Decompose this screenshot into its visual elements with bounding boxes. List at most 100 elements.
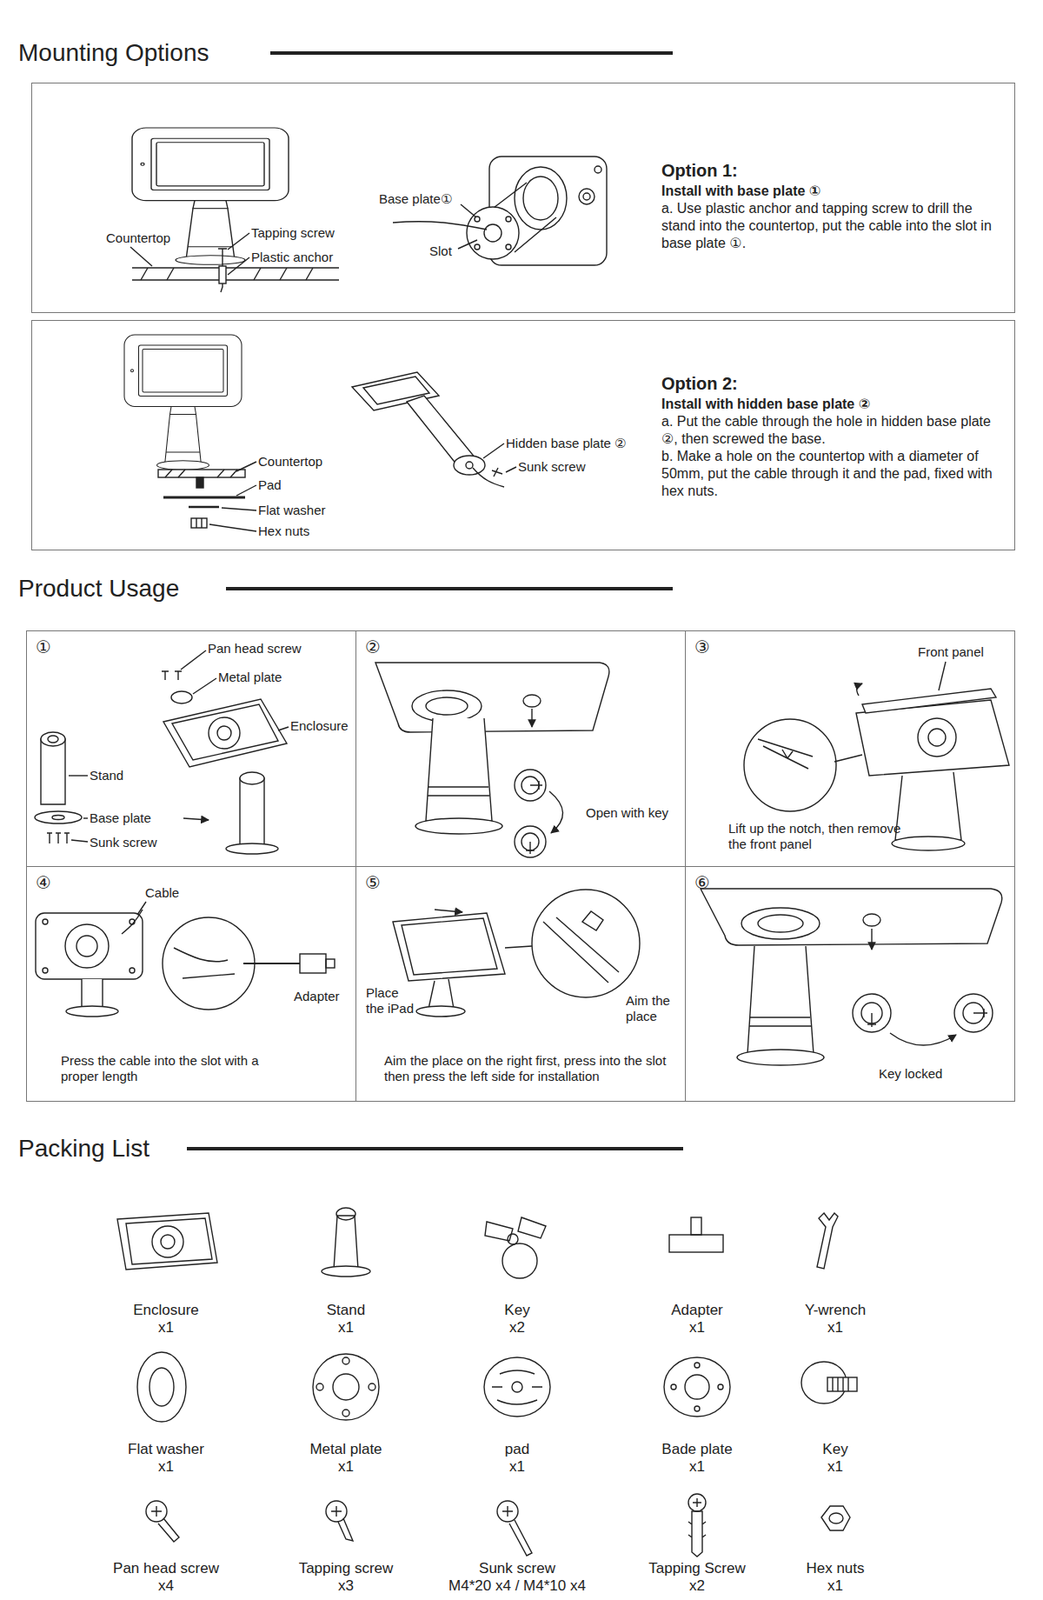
quantity: M4*20 x4 / M4*10 x4 [448, 1576, 586, 1595]
option1-art-part [466, 206, 519, 260]
packing-icons-part [694, 1361, 700, 1368]
step-caption: Aim the place on the right first, press … [384, 1052, 680, 1084]
option-step: a. Use plastic anchor and tapping screw … [661, 199, 1010, 253]
option2-art-part [465, 461, 473, 469]
usage-art-part [973, 1008, 988, 1017]
part-label: Plastic anchor [251, 249, 333, 266]
section-heading: Product Usage [18, 574, 180, 603]
usage-panel: ① [26, 630, 357, 867]
packing-icons-part [333, 1215, 359, 1269]
mounting-panel: Option 1:Install with base plate ①a. Use… [31, 82, 1016, 313]
usage-art-part [928, 728, 946, 746]
usage-art-part [375, 662, 610, 732]
usage-art-part [163, 698, 287, 767]
usage-art-part [737, 1049, 824, 1065]
item-name: Hex nuts [805, 1559, 864, 1577]
part-label: Metal plate [218, 669, 282, 685]
usage-art-part [52, 815, 65, 820]
usage-art-part [531, 708, 532, 727]
usage-art-part [863, 913, 881, 926]
option1-art-part [132, 279, 339, 280]
usage-art-part [530, 780, 543, 790]
usage-art-part [71, 839, 88, 842]
packing-icons-part [717, 1383, 724, 1389]
part-label: Base plate① [378, 191, 452, 207]
packing-icons-part [312, 1353, 379, 1420]
usage-art-part [192, 677, 217, 694]
step-caption: Lift up the notch, then remove the front… [728, 820, 916, 852]
part-label: Slot [429, 243, 452, 260]
usage-art-part [938, 661, 946, 691]
usage-art-part [225, 843, 279, 854]
packing-icons-part [669, 1234, 724, 1252]
part-label: Key locked [878, 1065, 943, 1082]
option-title: Option 1: [661, 159, 1010, 181]
quantity: x1 [827, 1318, 844, 1336]
option1-art-part [140, 267, 313, 280]
packing-icons-part [827, 1376, 857, 1391]
item-name: Adapter [670, 1301, 724, 1319]
packing-icons-part [321, 1265, 371, 1276]
option1-art-part [583, 192, 591, 200]
option2-art-part [209, 524, 257, 532]
packing-icons-part [151, 1505, 180, 1542]
usage-art-part [239, 777, 265, 845]
item-name: Sunk screw [478, 1559, 556, 1577]
usage-art-part [83, 817, 88, 818]
usage-art-part [504, 945, 532, 948]
option1-art-part [392, 221, 487, 230]
part-label: Sunk screw [518, 458, 586, 475]
part-label: Countertop [106, 230, 171, 246]
usage-art-part [747, 945, 814, 1054]
option2-art-part [236, 484, 257, 496]
usage-art-part [34, 810, 82, 824]
quantity: x2 [689, 1576, 705, 1595]
option2-art-part [196, 477, 204, 488]
callout-number: ⑤ [365, 872, 381, 892]
usage-art-part [137, 901, 147, 915]
heading-rules [186, 53, 684, 1149]
packing-icons-part [832, 1376, 849, 1391]
option1-art-part [484, 224, 502, 242]
item-name: Flat washer [127, 1440, 205, 1458]
packing-icons-part [368, 1382, 376, 1390]
packing-icons-part [502, 1242, 538, 1278]
item-name: Tapping Screw [648, 1559, 746, 1577]
usage-art-part [81, 978, 103, 1009]
usage-panel: ② [355, 630, 686, 867]
heading-rules-part [270, 51, 673, 55]
usage-art-part [514, 769, 546, 801]
option2-art-part [491, 467, 503, 477]
usage-art-part [549, 790, 564, 833]
usage-art-part [173, 947, 235, 978]
usage-art-part [425, 697, 468, 715]
usage-art-part [129, 967, 135, 973]
packing-icons-part [688, 1497, 706, 1556]
packing-icons [117, 1207, 857, 1556]
packing-icons-part [684, 1374, 710, 1399]
part-label: Flat washer [258, 502, 326, 519]
option1-art-part [460, 204, 477, 218]
usage-art-part [531, 889, 640, 997]
packing-icons-part [316, 1382, 324, 1390]
packing-icons-part [332, 1373, 359, 1400]
usage-art-part [35, 912, 143, 979]
packing-icons-part [342, 1356, 350, 1364]
usage-panel: ③Lift up the notch, then remove the fron… [684, 630, 1016, 867]
option1-art-part [505, 216, 512, 222]
usage-art-part [870, 928, 872, 950]
packing-icons-part [664, 1356, 731, 1416]
quantity: x1 [689, 1457, 705, 1475]
usage-art-part [523, 694, 541, 707]
option-subtitle: Install with hidden base plate ② [661, 395, 1010, 413]
packing-icons-part [484, 1356, 551, 1416]
usage-art-part [834, 754, 863, 762]
usage-art-part [42, 967, 48, 973]
quantity: x4 [158, 1576, 174, 1595]
packing-icons-part [137, 1351, 187, 1422]
usage-art-part [757, 738, 813, 769]
quantity: x1 [509, 1457, 525, 1475]
option1-art-part [219, 265, 226, 284]
option2-art-part [483, 443, 505, 459]
usage-art-part [427, 794, 490, 796]
